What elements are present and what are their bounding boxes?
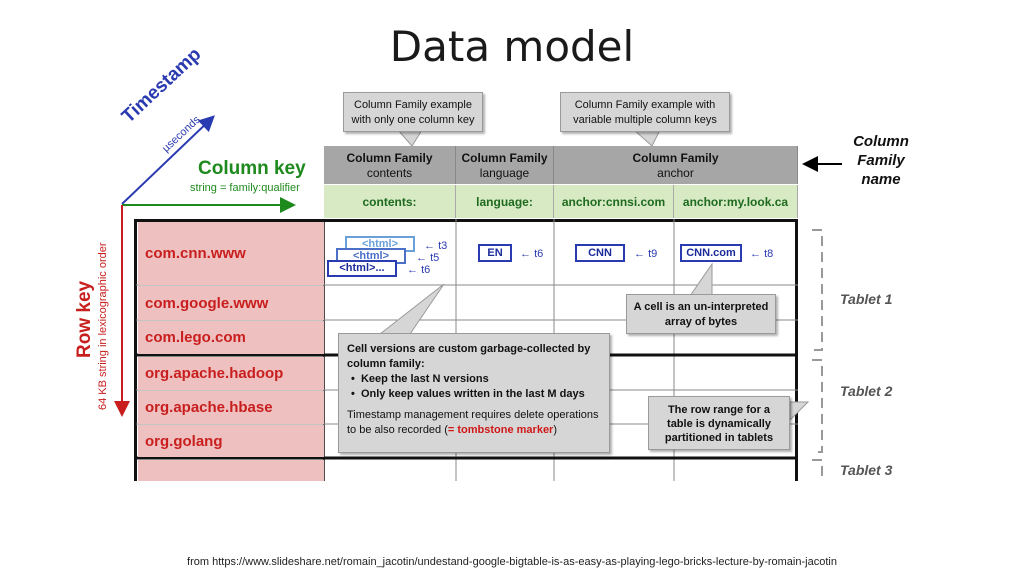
column-key-contents: contents: [324, 185, 456, 218]
row-key-empty [138, 460, 324, 481]
gc-bullet-2: • Only keep values written in the last M… [351, 388, 585, 400]
cell-anchor-cnncom: CNN.com [680, 244, 742, 262]
source-citation: from https://www.slideshare.net/romain_j… [187, 556, 837, 568]
row-key-cnn: com.cnn.www [138, 222, 324, 285]
tablet-2-bracket [812, 359, 823, 453]
tablet-3-label: Tablet 3 [840, 462, 893, 478]
timestamp-cnncom: ← t8 [750, 248, 774, 260]
tablet-1-bracket [812, 229, 823, 351]
timestamp-en: ← t6 [520, 248, 544, 260]
timestamp-t3: ← t3 [424, 240, 448, 252]
tablet-1-label: Tablet 1 [840, 291, 893, 307]
gc-title: Cell versions are custom garbage-collect… [347, 343, 591, 370]
callout-cell-bytes: A cell is an un-interpreted array of byt… [626, 294, 776, 334]
gc-bullet-1: • Keep the last N versions [351, 373, 489, 385]
callout-one-column-key: Column Family example with only one colu… [343, 92, 483, 132]
gc-note: Timestamp management requires delete ope… [347, 409, 599, 436]
timestamp-t6: ← t6 [407, 264, 431, 276]
callout-row-range: The row range for a table is dynamically… [648, 396, 790, 450]
timestamp-t5: ← t5 [416, 252, 440, 264]
column-key-language: language: [456, 185, 554, 218]
row-key-google: com.google.www [138, 286, 324, 320]
slide-title: Data model [389, 22, 635, 71]
callout-garbage-collection: Cell versions are custom garbage-collect… [338, 333, 610, 453]
cell-version-t6: <html>... [327, 260, 397, 277]
row-key-lego: com.lego.com [138, 321, 324, 354]
column-key-sub: string = family:qualifier [190, 182, 300, 194]
callout-multiple-column-keys: Column Family example with variable mult… [560, 92, 730, 132]
column-family-name-label: Column Family name [853, 133, 909, 188]
row-key-hadoop: org.apache.hadoop [138, 357, 324, 390]
cell-language-en: EN [478, 244, 512, 262]
timestamp-axis [121, 115, 215, 205]
cell-anchor-cnn: CNN [575, 244, 625, 262]
table-grid [134, 219, 798, 481]
column-key-anchor-mylook: anchor:my.look.ca [674, 185, 798, 218]
column-key-anchor-cnnsi: anchor:cnnsi.com [554, 185, 674, 218]
timestamp-cnn: ← t9 [634, 248, 658, 260]
row-key-golang: org.golang [138, 425, 324, 457]
row-key-hbase: org.apache.hbase [138, 391, 324, 424]
tablet-3-bracket [812, 459, 823, 480]
column-key-label: Column key [198, 158, 306, 179]
tablet-2-label: Tablet 2 [840, 383, 893, 399]
